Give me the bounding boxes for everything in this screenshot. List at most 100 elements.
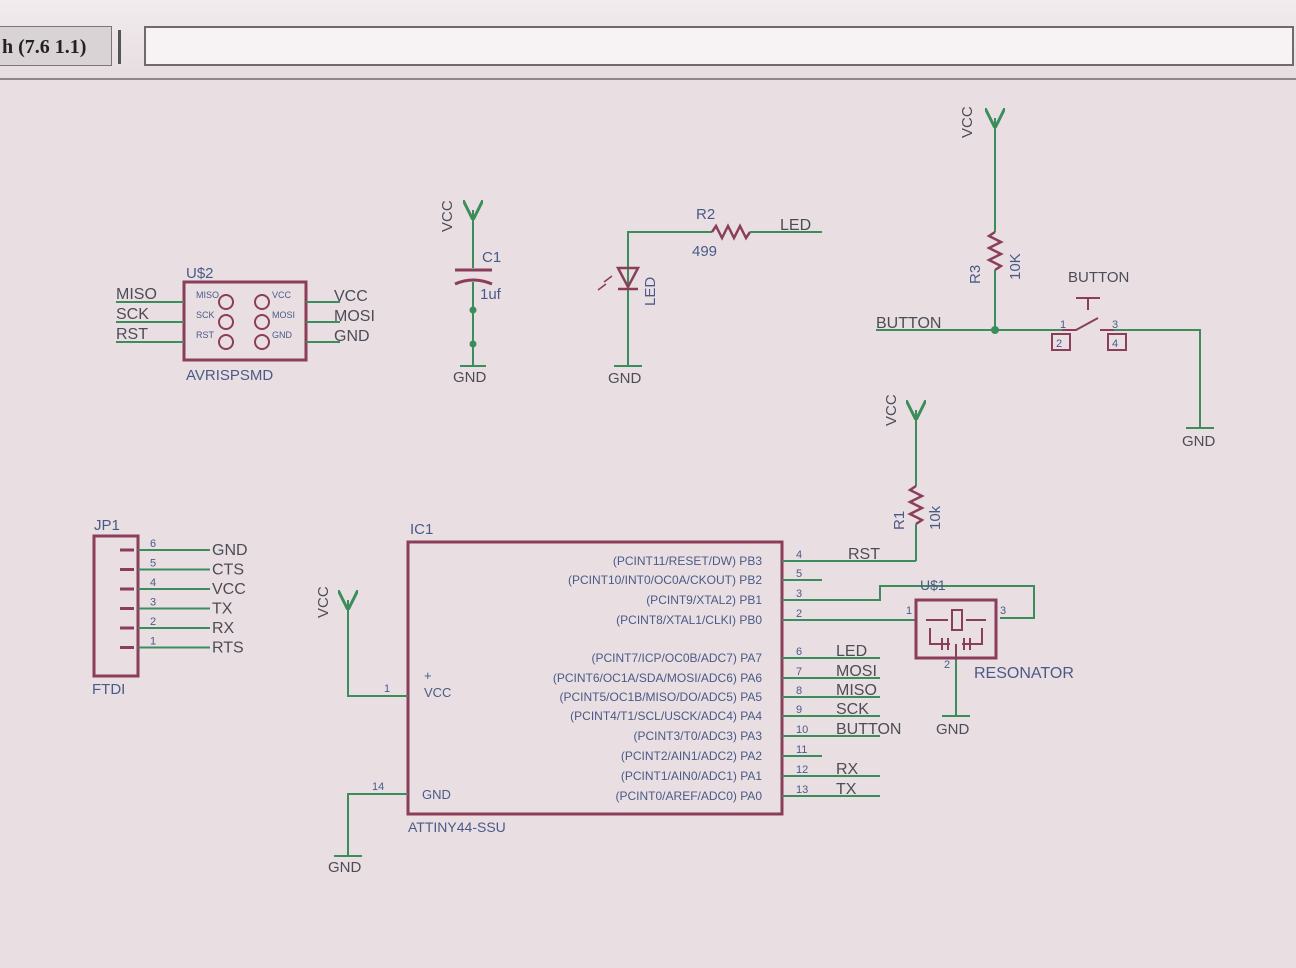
net-label-mosi: MOSI [334, 308, 375, 325]
window-title-tab[interactable]: h (7.6 1.1) [0, 26, 112, 66]
isp-pin-label-gnd: GND [272, 330, 293, 340]
isp-pin-6 [254, 334, 270, 350]
ic-vcc-net-label: VCC [315, 586, 332, 618]
button-pin-1: 1 [1060, 319, 1066, 331]
ic-attiny44[interactable]: IC1 ATTINY44-SSU VCC + GND VCC 1 GND 14 … [315, 521, 1035, 876]
ic-net-label: MISO [836, 682, 877, 699]
led-gnd-label: GND [608, 370, 642, 387]
ic-gnd-pin-num: 14 [372, 781, 384, 793]
isp-name: U$2 [186, 265, 214, 282]
isp-pin-3 [218, 314, 234, 330]
ic-pin-label: (PCINT5/OC1B/MISO/DO/ADC5) PA5 [560, 690, 763, 704]
resistor-r1[interactable]: VCC R1 10k [883, 394, 944, 561]
ic-vcc-pin-label: VCC [424, 685, 451, 700]
ic-pin-number: 13 [796, 784, 808, 796]
ic-pin-number: 10 [796, 724, 808, 736]
ic-net-label: TX [836, 781, 857, 798]
r1-name: R1 [891, 511, 908, 530]
isp-pin-2 [254, 294, 270, 310]
led-body [615, 266, 641, 290]
button-pin-3: 3 [1112, 319, 1118, 331]
ftdi-name: JP1 [94, 517, 120, 534]
ic-pin-label: (PCINT10/INT0/OC0A/CKOUT) PB2 [568, 573, 762, 587]
ic-pin-label: (PCINT7/ICP/OC0B/ADC7) PA7 [592, 651, 763, 665]
ic-pin-label: (PCINT0/AREF/ADC0) PA0 [616, 789, 763, 803]
r1-body [907, 484, 925, 526]
r2-net-label: LED [780, 217, 811, 234]
led-wire[interactable] [627, 231, 712, 366]
ftdi-net-label: VCC [212, 581, 246, 598]
isp-pin-1 [218, 294, 234, 310]
ic-net-label: SCK [836, 701, 869, 718]
isp-pin-label-mosi: MOSI [272, 310, 295, 320]
ftdi-net-label: RX [212, 620, 235, 637]
c1-junction-1 [469, 306, 477, 314]
ic-vcc-wire[interactable] [348, 600, 408, 697]
net-label-vcc: VCC [334, 288, 368, 305]
command-input[interactable] [144, 26, 1294, 66]
ic-pin-number: 4 [796, 549, 802, 561]
button-actuator [1076, 297, 1100, 310]
ic-pin-number: 6 [796, 646, 802, 658]
ftdi-pin-number: 4 [150, 577, 156, 589]
ftdi-pin-number: 5 [150, 558, 156, 570]
ic-name: IC1 [410, 521, 433, 538]
c1-value: 1uf [480, 286, 502, 303]
ic-pin-number: 7 [796, 666, 802, 678]
ic-pin-number: 3 [796, 588, 802, 600]
c1-plate-bottom [454, 278, 493, 286]
ftdi-net-label: RTS [212, 640, 244, 657]
resonator[interactable]: U$1 1 3 2 RESONATOR GND [906, 577, 1074, 738]
ic-pin-label: (PCINT9/XTAL2) PB1 [646, 593, 762, 607]
ic-net-label: MOSI [836, 663, 877, 680]
resonator-crystal [951, 609, 963, 631]
c1-junction-2 [469, 340, 477, 348]
button-net-label: BUTTON [876, 315, 941, 332]
r3-name: R3 [967, 265, 984, 284]
resonator-value: RESONATOR [974, 665, 1074, 682]
ic-pin-label: (PCINT8/XTAL1/CLKI) PB0 [616, 613, 762, 627]
ic-gnd-pin-label: GND [422, 787, 451, 802]
ic-net-label: BUTTON [836, 721, 901, 738]
button-junction [991, 326, 999, 334]
isp-pin-5 [218, 334, 234, 350]
button-pin-box-2 [1051, 333, 1071, 351]
ic-value: ATTINY44-SSU [408, 819, 506, 835]
net-label-miso: MISO [116, 286, 157, 303]
ic-pin-label: (PCINT4/T1/SCL/USCK/ADC4) PA4 [570, 709, 762, 723]
r3-body [986, 230, 1004, 272]
button-circuit[interactable]: VCC R3 10K BUTTON BUTTON 2 4 1 3 GND [876, 106, 1216, 450]
button-gnd-wire[interactable] [1114, 329, 1201, 428]
ic-pin-number: 8 [796, 685, 802, 697]
ftdi-pin-number: 6 [150, 538, 156, 550]
resonator-name: U$1 [920, 577, 946, 593]
ic-net-label: LED [836, 643, 867, 660]
capacitor-c1[interactable]: VCC C1 1uf GND [439, 200, 502, 386]
ic-pin-number: 9 [796, 704, 802, 716]
net-label-rst: RST [116, 326, 148, 343]
toolbar-divider [118, 30, 121, 64]
button-pin-4: 4 [1112, 338, 1118, 350]
title-bar: h (7.6 1.1) [0, 0, 1296, 80]
resistor-r2-led[interactable]: R2 499 LED LED GND [597, 206, 822, 387]
isp-pin-label-vcc: VCC [272, 290, 292, 300]
ic-gnd-wire[interactable] [347, 793, 408, 856]
isp-pin-label-miso: MISO [196, 290, 219, 300]
c1-gnd-label: GND [453, 369, 487, 386]
ic-pin-label: (PCINT11/RESET/DW) PB3 [613, 554, 762, 568]
led-label: LED [642, 277, 659, 306]
ftdi-pin-number: 3 [150, 597, 156, 609]
xtal2-wire[interactable] [822, 585, 1035, 619]
r2-name: R2 [696, 206, 715, 223]
r3-vcc-label: VCC [959, 106, 976, 138]
ic-net-label: RX [836, 761, 859, 778]
ftdi-pin-number: 2 [150, 616, 156, 628]
resonator-gnd-label: GND [936, 721, 970, 738]
isp-header-symbol[interactable]: U$2 AVRISPSMD MISO SCK RST VCC MOSI GND … [116, 265, 375, 384]
ftdi-net-label: CTS [212, 562, 244, 579]
ic-gnd-net-label: GND [328, 859, 362, 876]
net-label-gnd: GND [334, 328, 370, 345]
